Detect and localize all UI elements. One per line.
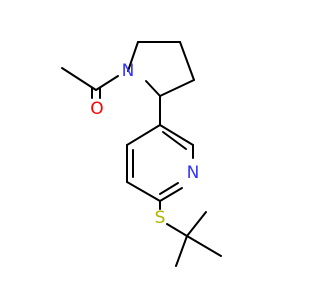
atom-label-s1: S [155,208,166,228]
bond [162,131,187,150]
bond [61,67,97,91]
bond [159,187,183,202]
bond [145,80,161,97]
bond-lines [61,41,222,267]
atom-label-n2: N [187,163,200,183]
bond [127,41,139,72]
bond [175,235,188,267]
atom-labels: N O N S [90,61,199,228]
atom-label-n1: N [122,61,135,81]
atom-label-o1: O [90,99,103,119]
bond [159,182,179,195]
bond [179,41,195,81]
bond [159,79,195,97]
atom-s1: S [155,208,166,228]
bond [186,211,207,237]
bond [166,223,188,237]
molecule-structure: N O N S [61,41,222,267]
bond [126,181,161,202]
bond [186,235,222,257]
bond [126,124,161,146]
atom-n1: N [122,61,135,81]
bond [159,124,194,146]
atom-o1: O [90,99,103,119]
atom-n2: N [187,163,200,183]
